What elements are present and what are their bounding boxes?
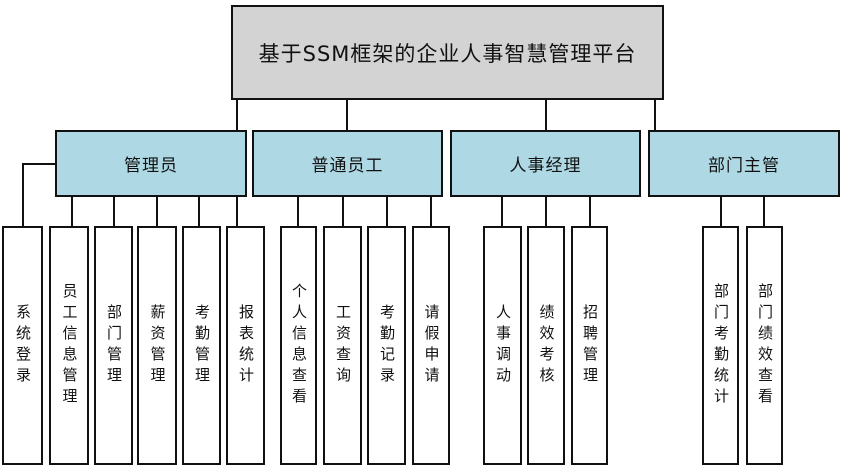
connector: [346, 100, 348, 130]
connector: [71, 197, 73, 226]
connector: [501, 197, 503, 226]
node-personnel-transfer: 人事调动: [483, 226, 522, 465]
role-node-label: 管理员: [124, 156, 178, 176]
leaf-label: 员工信息管理: [60, 282, 79, 409]
connector: [22, 163, 24, 226]
role-node-label: 部门主管: [708, 156, 780, 176]
role-node-hr-manager: 人事经理: [450, 130, 641, 197]
role-node-dept-supervisor: 部门主管: [648, 130, 840, 197]
connector: [342, 197, 344, 226]
node-system-login: 系统登录: [2, 226, 43, 465]
leaf-label: 部门绩效查看: [756, 282, 774, 409]
node-leave-request: 请假申请: [412, 226, 450, 465]
connector: [22, 163, 55, 165]
connector: [198, 197, 200, 226]
node-dept-performance-view: 部门绩效查看: [746, 226, 783, 465]
leaf-label: 考勤记录: [378, 303, 396, 388]
connector: [297, 197, 299, 226]
role-node-label: 普通员工: [311, 156, 384, 176]
role-node-employee: 普通员工: [252, 130, 443, 197]
leaf-label: 报表统计: [237, 303, 255, 388]
leaf-label: 人事调动: [494, 303, 512, 388]
node-employee-info-mgmt: 员工信息管理: [49, 226, 89, 465]
node-department-mgmt: 部门管理: [94, 226, 133, 465]
leaf-label: 工资查询: [334, 303, 352, 388]
node-performance-review: 绩效考核: [527, 226, 565, 465]
leaf-label: 绩效考核: [537, 303, 556, 388]
node-recruitment-mgmt: 招聘管理: [571, 226, 608, 465]
connector: [156, 197, 158, 226]
connector: [720, 197, 722, 226]
connector: [545, 197, 547, 226]
leaf-label: 请假申请: [422, 303, 441, 388]
root-node-label: 基于SSM框架的企业人事智慧管理平台: [258, 41, 637, 66]
leaf-label: 个人信息查看: [290, 282, 308, 409]
connector: [589, 197, 591, 226]
node-report-stats: 报表统计: [226, 226, 265, 465]
connector: [236, 197, 238, 226]
leaf-label: 招聘管理: [581, 303, 599, 388]
leaf-label: 考勤管理: [193, 303, 211, 388]
leaf-label: 系统登录: [14, 303, 32, 388]
node-attendance-mgmt: 考勤管理: [182, 226, 221, 465]
node-salary-mgmt: 薪资管理: [137, 226, 177, 465]
connector: [236, 100, 238, 130]
connector: [654, 100, 656, 130]
leaf-label: 部门考勤统计: [712, 282, 730, 409]
role-node-label: 人事经理: [509, 156, 582, 176]
connector: [113, 197, 115, 226]
role-node-admin: 管理员: [55, 130, 247, 197]
node-personal-info-view: 个人信息查看: [280, 226, 317, 465]
connector: [386, 197, 388, 226]
connector: [545, 100, 547, 130]
connector: [763, 197, 765, 226]
connector: [430, 197, 432, 226]
node-attendance-record: 考勤记录: [367, 226, 406, 465]
root-node-platform-title: 基于SSM框架的企业人事智慧管理平台: [231, 5, 664, 100]
node-dept-attendance-stats: 部门考勤统计: [702, 226, 739, 465]
leaf-label: 薪资管理: [148, 303, 167, 388]
leaf-label: 部门管理: [105, 303, 123, 388]
node-salary-query: 工资查询: [323, 226, 362, 465]
